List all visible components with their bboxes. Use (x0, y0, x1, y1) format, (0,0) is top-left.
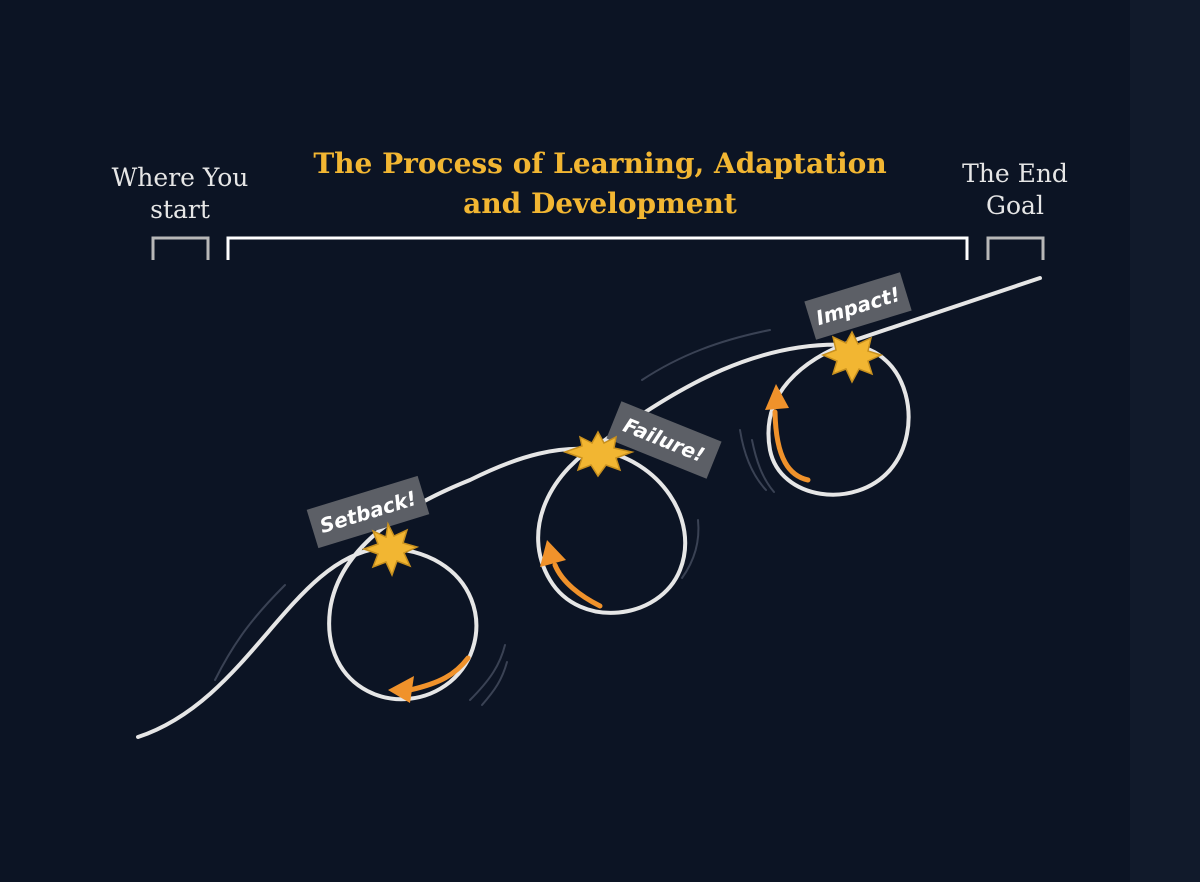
arrowhead-loop-2 (540, 540, 566, 567)
arrow-loop-2 (552, 562, 603, 609)
burst-failure-icon (562, 430, 635, 478)
diagram-title: The Process of Learning, Adaptation and … (313, 147, 887, 220)
process-bracket (226, 236, 969, 260)
direction-arrows (388, 384, 811, 703)
tag-setback: Setback! (306, 475, 430, 549)
tag-impact: Impact! (804, 272, 912, 340)
start-bracket (151, 236, 210, 260)
arrow-loop-1 (407, 655, 471, 693)
end-bracket (986, 236, 1045, 260)
arrow-loop-3 (772, 409, 811, 483)
motion-shadows (214, 329, 775, 706)
burst-setback-icon (361, 521, 420, 577)
arrowhead-loop-3 (765, 384, 789, 410)
start-label: Where You start (111, 163, 249, 224)
arrowhead-loop-1 (388, 676, 414, 703)
end-goal-label: The End Goal (962, 159, 1068, 220)
burst-impact-icon (821, 330, 884, 384)
learning-path (136, 276, 1042, 739)
tag-failure: Failure! (606, 401, 722, 479)
